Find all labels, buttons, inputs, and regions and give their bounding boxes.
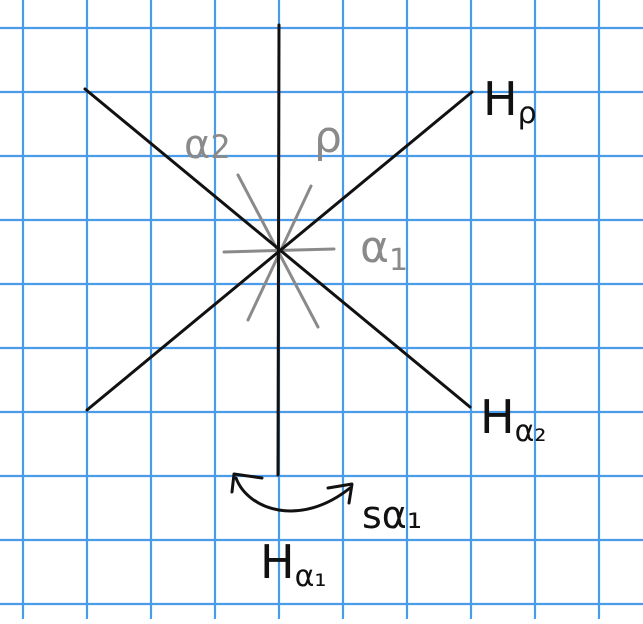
- rho-root-label: ρ: [314, 112, 342, 163]
- hyperplanes: [83, 23, 474, 477]
- h-alpha1-label: Hα₁: [260, 535, 326, 594]
- alpha2-root-label: α2: [184, 122, 231, 168]
- labels: Hρ Hα₂ Hα₁ sα₁ α2 ρ α1: [184, 72, 546, 594]
- reflection-arrowhead-left: [230, 472, 264, 494]
- reflection-arrowhead-right: [326, 482, 354, 505]
- h-alpha1-line: [276, 23, 281, 477]
- alpha1-root-label: α1: [360, 222, 408, 278]
- h-rho-label: Hρ: [483, 72, 537, 131]
- h-alpha2-label: Hα₂: [480, 390, 546, 449]
- reflection-arc: [234, 476, 352, 513]
- reflection-arrow: [230, 472, 354, 513]
- s-alpha1-label: sα₁: [362, 493, 422, 537]
